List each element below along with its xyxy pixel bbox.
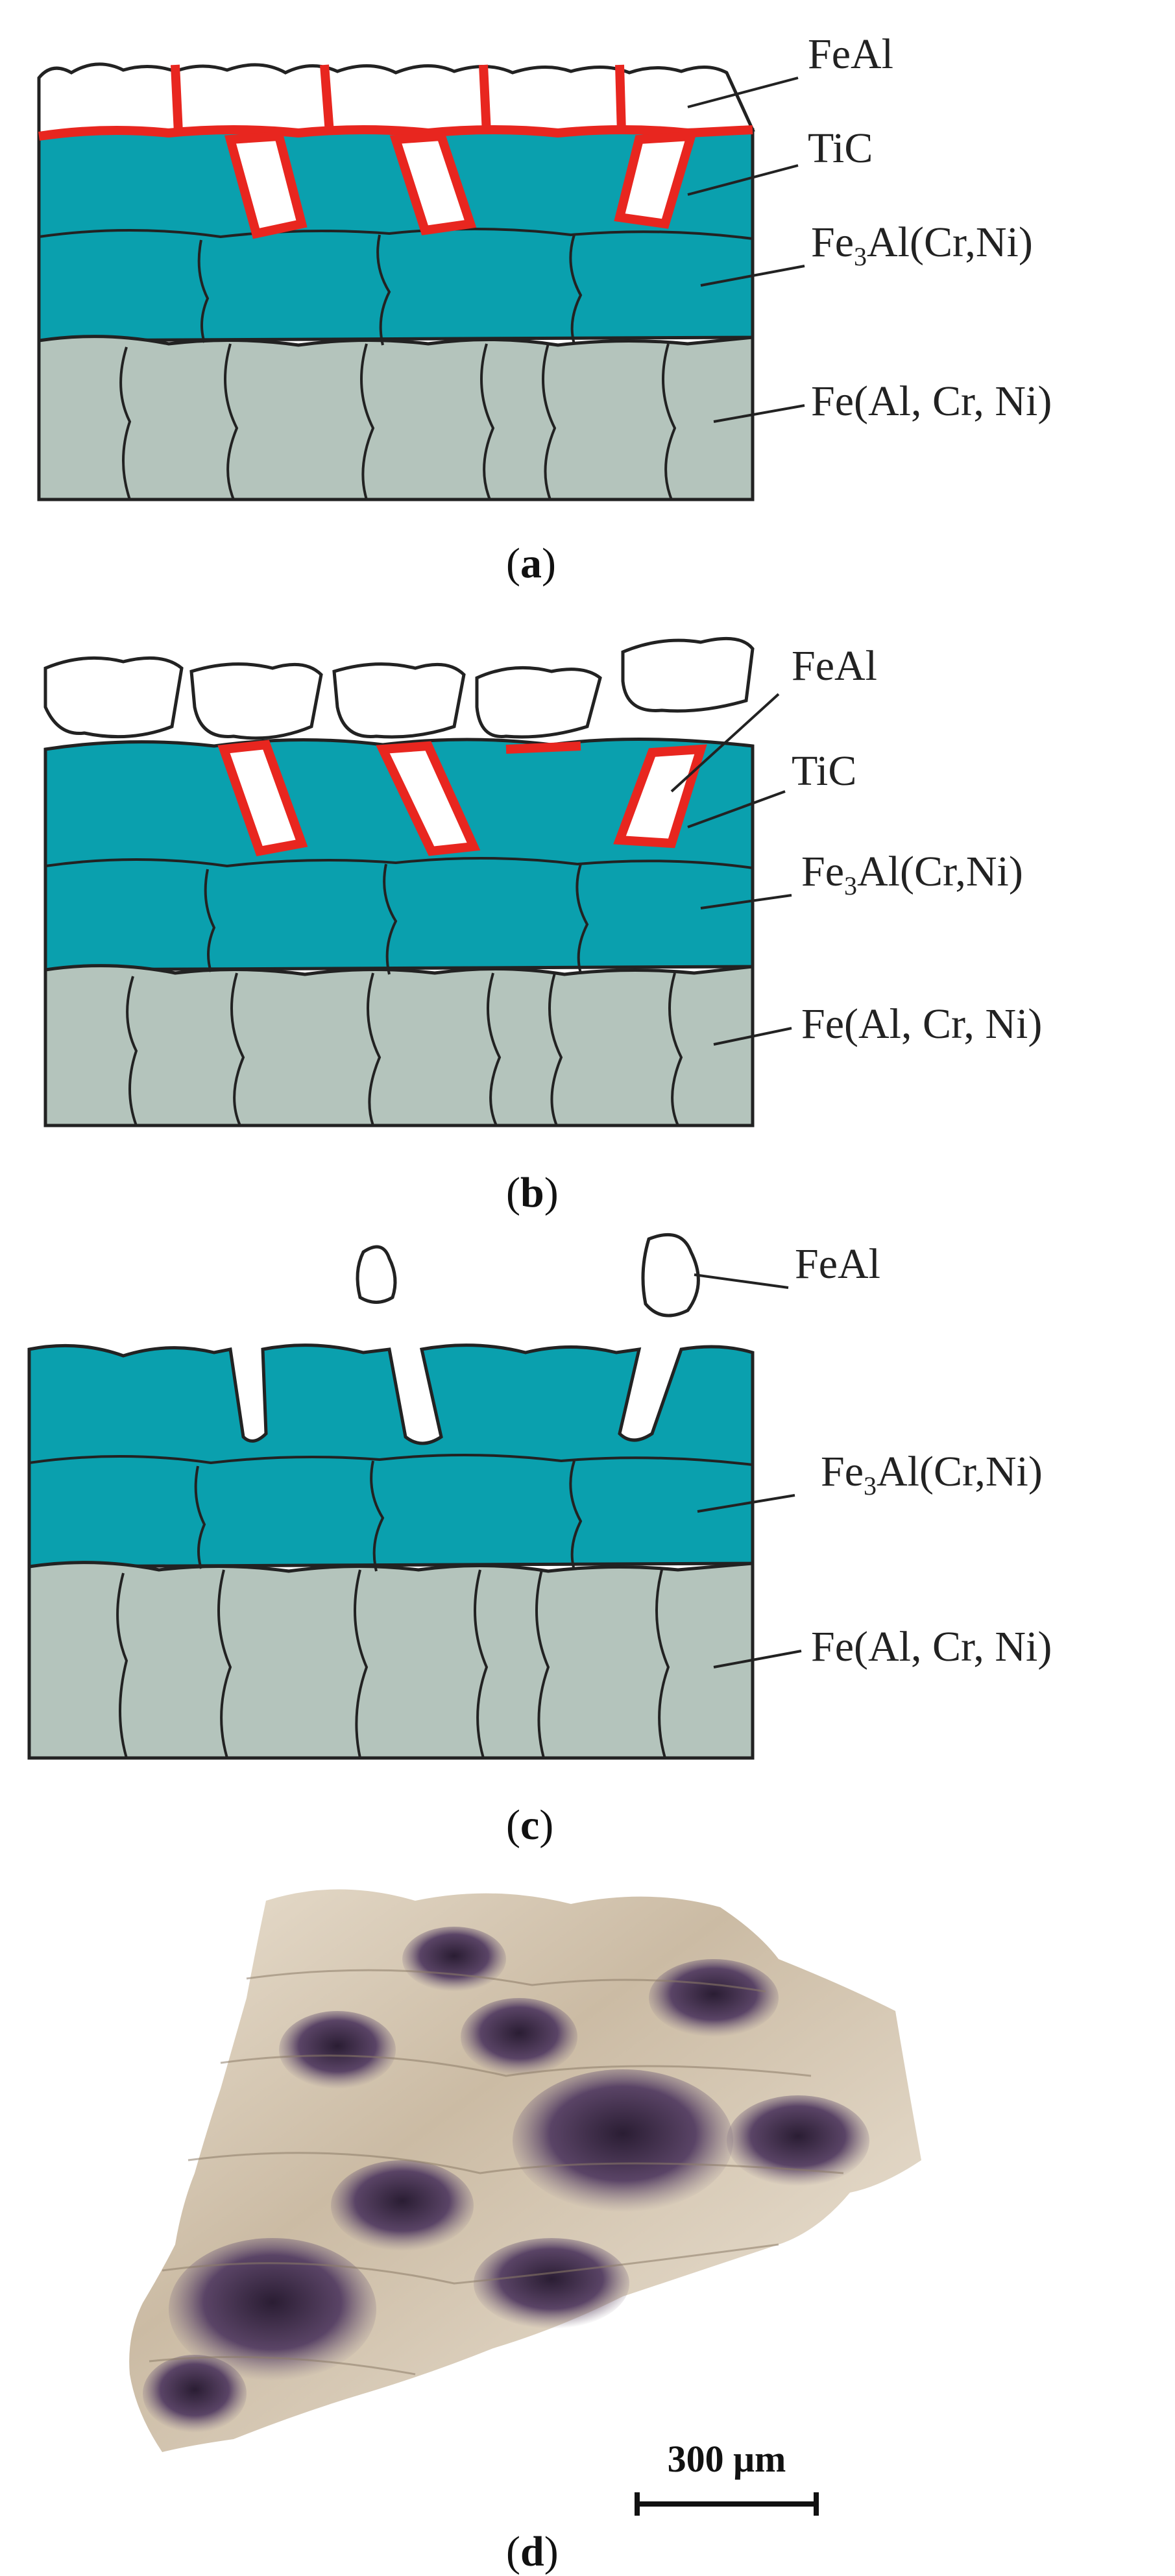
label-fe3al: Fe3Al(Cr,Ni) [821, 1448, 1043, 1500]
label-fe3al: Fe3Al(Cr,Ni) [801, 848, 1023, 900]
fe-substrate [43, 964, 755, 1127]
panel-b: FeAl TiC Fe3Al(Cr,Ni) Fe(Al, Cr, Ni) (b) [43, 636, 1042, 1216]
tic-plug [614, 131, 697, 229]
label-fe3al: Fe3Al(Cr,Ni) [811, 219, 1033, 271]
fe-substrate [27, 1561, 755, 1760]
feal-grain [189, 662, 323, 740]
feal-grain [43, 656, 184, 739]
tic-plug [613, 744, 707, 849]
feal-grain [332, 662, 466, 739]
label-tic: TiC [792, 747, 856, 795]
fe-substrate [37, 335, 755, 501]
label-fe: Fe(Al, Cr, Ni) [811, 1623, 1052, 1670]
label-fe: Fe(Al, Cr, Ni) [811, 378, 1052, 425]
tic-plug [389, 131, 477, 235]
panel-d: 300 μm (d) [129, 1889, 922, 2575]
tic-plug [217, 740, 308, 856]
feal-grain [475, 666, 602, 739]
panel-c: FeAl Fe3Al(Cr,Ni) Fe(Al, Cr, Ni) (c) [27, 1233, 1052, 1849]
scale-bar-label: 300 μm [668, 2438, 786, 2480]
fe3al-layer [43, 738, 755, 972]
tic-network [38, 125, 753, 141]
feal-grain [621, 636, 755, 713]
caption-b: (b) [506, 1169, 559, 1216]
tic-plug [224, 131, 308, 239]
label-feal: FeAl [792, 642, 877, 690]
tic-fragment [505, 741, 581, 754]
label-fe: Fe(Al, Cr, Ni) [801, 1000, 1042, 1048]
feal-top-layer [37, 62, 755, 135]
label-tic: TiC [808, 125, 873, 172]
label-feal: FeAl [795, 1240, 880, 1288]
feal-grain [356, 1245, 397, 1304]
caption-c: (c) [506, 1801, 553, 1849]
fe3al-layer [27, 1343, 755, 1569]
tic-plug [376, 741, 481, 856]
caption-a: (a) [506, 540, 556, 587]
panel-a: FeAl TiC Fe3Al(Cr,Ni) Fe(Al, Cr, Ni) (a) [37, 30, 1052, 587]
feal-grain [641, 1233, 700, 1318]
label-feal: FeAl [808, 30, 893, 78]
caption-d: (d) [506, 2528, 559, 2575]
